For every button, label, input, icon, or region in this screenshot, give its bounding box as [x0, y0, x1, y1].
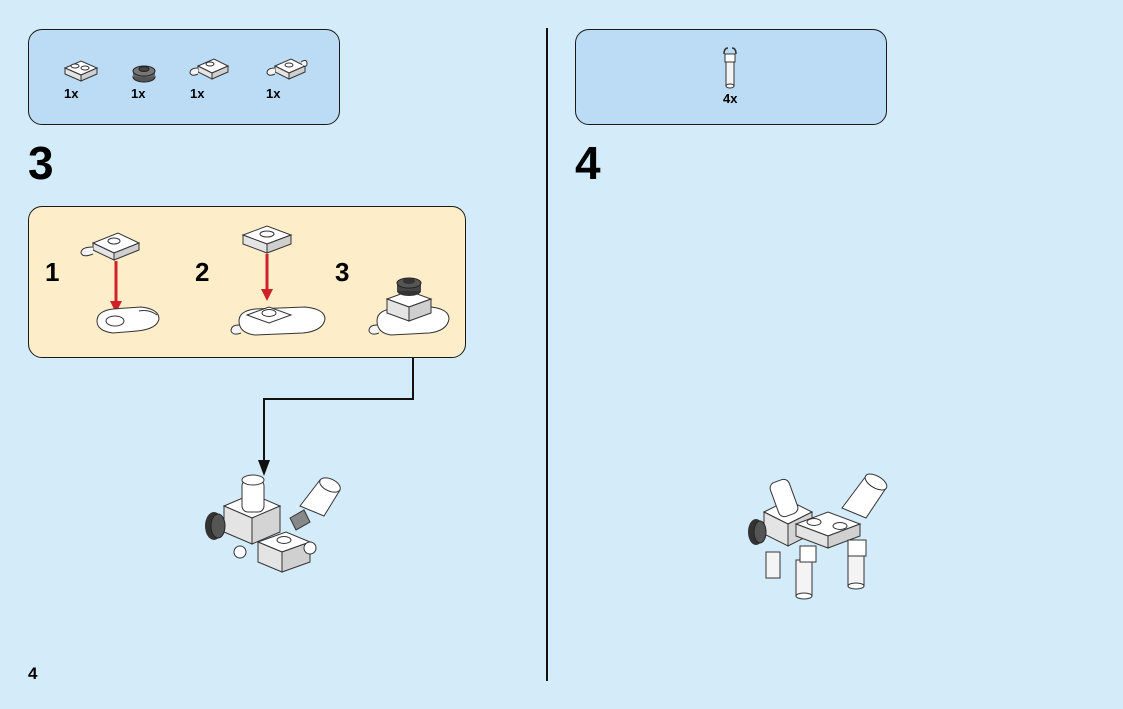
plate-clip-icon: [189, 58, 230, 80]
step3-model-illustration: [205, 474, 341, 573]
substep-number: 3: [335, 257, 350, 287]
substep-panel: 1 2 3: [28, 206, 466, 358]
page-divider: [546, 28, 548, 681]
substep2-illustration: [230, 225, 326, 336]
step4-model-illustration: [748, 473, 888, 600]
part-qty: 1x: [131, 86, 146, 101]
part-qty: 1x: [190, 86, 205, 101]
round-plate-dark-icon: [132, 65, 156, 83]
plate-1x2-icon: [63, 60, 99, 82]
part-qty: 4x: [723, 91, 738, 106]
substep-number: 1: [45, 257, 60, 287]
substep-number: 2: [195, 257, 210, 287]
step3-parts-box: 1x 1x 1x 1x: [28, 29, 340, 125]
substep1-illustration: [80, 232, 160, 334]
step-number: 3: [28, 137, 54, 189]
part-qty: 1x: [64, 86, 79, 101]
plate-double-clip-icon: [266, 58, 308, 80]
substep3-illustration: [368, 277, 450, 336]
page-number: 4: [28, 664, 38, 683]
part-qty: 1x: [266, 86, 281, 101]
step-number: 4: [575, 137, 601, 189]
bar-clip-icon: [723, 47, 737, 89]
step4-parts-box: 4x: [575, 29, 887, 125]
